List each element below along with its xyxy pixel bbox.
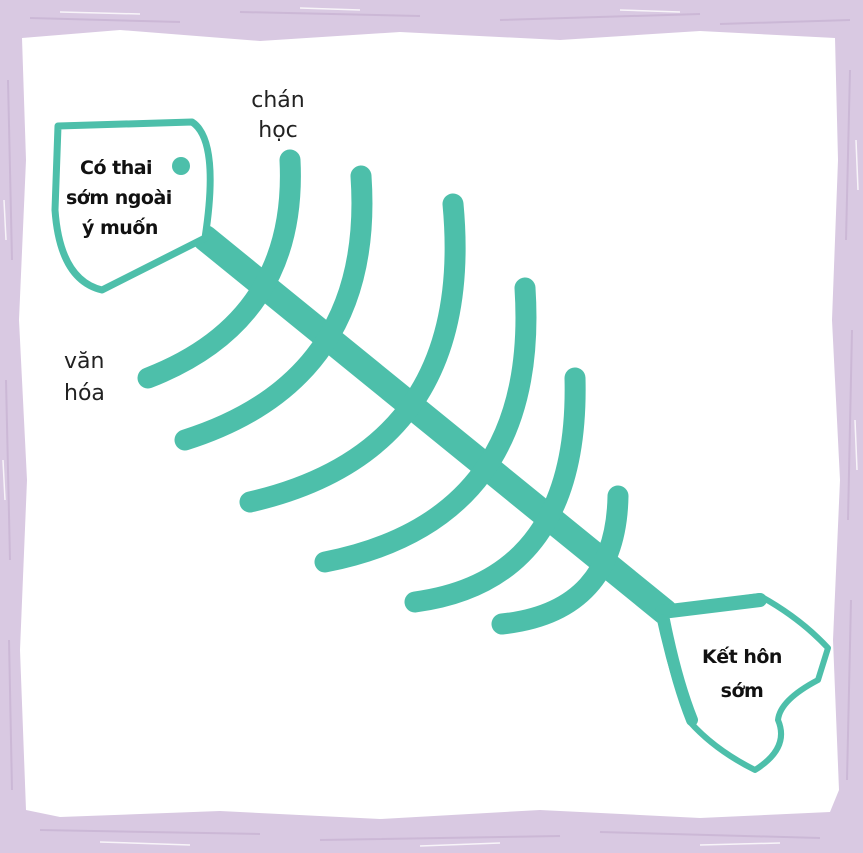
head-label-line-3: ý muốn	[72, 213, 172, 243]
head-label-line-1: Có thai	[72, 153, 172, 183]
head-label: Có thai sớm ngoài ý muốn	[72, 153, 172, 243]
label-van-hoa-line-1: văn	[64, 346, 134, 378]
tail-label: Kết hôn sớm	[690, 640, 794, 708]
label-chan-hoc-line-2: học	[238, 116, 318, 146]
fish-eye-icon	[172, 157, 190, 175]
label-chan-hoc: chán học	[238, 86, 318, 146]
tail-label-line-2: sớm	[690, 674, 794, 708]
label-van-hoa: văn hóa	[64, 346, 134, 410]
head-label-line-2: sớm ngoài	[66, 183, 172, 213]
label-chan-hoc-line-1: chán	[238, 86, 318, 116]
tail-label-line-1: Kết hôn	[690, 640, 794, 674]
label-van-hoa-line-2: hóa	[64, 378, 134, 410]
